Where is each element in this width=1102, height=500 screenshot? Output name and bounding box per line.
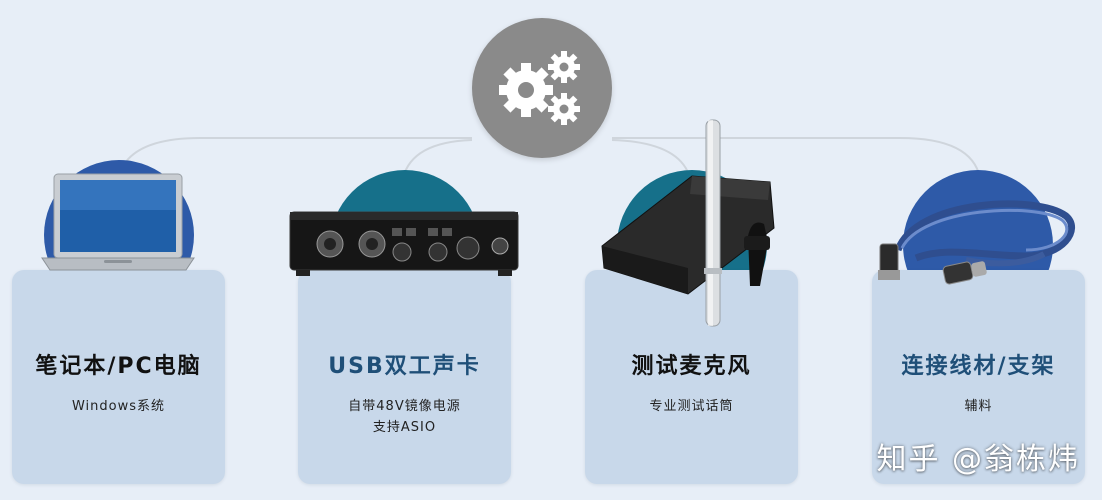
card-description: 专业测试话筒 — [585, 396, 798, 417]
card-laptop: 笔记本/PC电脑 Windows系统 — [12, 270, 225, 484]
card-description-line: 专业测试话筒 — [649, 399, 734, 414]
card-cable: 连接线材/支架 辅料 — [872, 270, 1085, 484]
card-title: 测试麦克风 — [631, 354, 752, 379]
card-description: Windows系统 — [12, 396, 225, 417]
card-description-line: 辅料 — [964, 399, 993, 414]
laptop-icon — [41, 173, 195, 271]
connector-right — [612, 137, 981, 179]
measurement-microphone-icon — [601, 119, 775, 327]
gears-icon — [499, 51, 580, 125]
card-microphone: 测试麦克风 专业测试话筒 — [585, 270, 798, 484]
card-description: 辅料 — [872, 396, 1085, 417]
card-audio-interface: USB双工声卡 自带48V镜像电源 支持ASIO — [298, 270, 511, 484]
card-title: 连接线材/支架 — [901, 354, 1056, 379]
card-description-line: 自带48V镜像电源 — [348, 399, 461, 414]
audio-interface-icon — [289, 211, 519, 276]
card-description-line: Windows系统 — [71, 399, 166, 414]
watermark: 知乎 @翁栋炜 — [876, 442, 1080, 477]
card-title: 笔记本/PC电脑 — [35, 354, 202, 379]
card-description-line: 支持ASIO — [372, 420, 437, 435]
hub-circle — [472, 18, 612, 158]
card-title: USB双工声卡 — [328, 354, 481, 379]
xlr-cable-icon — [878, 200, 1075, 285]
card-description: 自带48V镜像电源 支持ASIO — [298, 396, 511, 438]
